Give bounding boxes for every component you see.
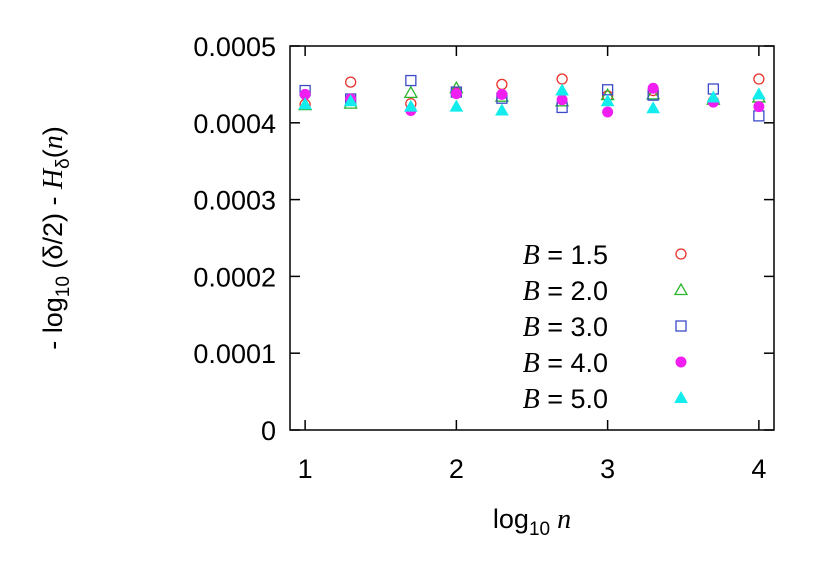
x-axis: 1 2 3 4 xyxy=(298,46,766,484)
data-point xyxy=(753,73,765,85)
x-axis-label: log10 n xyxy=(493,504,571,540)
data-point xyxy=(496,78,508,91)
data-point xyxy=(495,103,509,116)
legend: B = 1.5 B = 2.0 B = 3.0 B = 4.0 B = 5.0 xyxy=(523,240,689,415)
plot-frame xyxy=(289,45,775,431)
y-tick-label: 0.0001 xyxy=(193,339,276,369)
y-tick-label: 0.0005 xyxy=(193,32,276,62)
legend-marker xyxy=(675,356,687,368)
data-point xyxy=(556,73,568,85)
legend-marker xyxy=(673,282,689,296)
data-point xyxy=(496,88,508,100)
data-point xyxy=(753,101,765,113)
legend-label: B = 1.5 xyxy=(523,240,608,271)
data-point xyxy=(646,87,661,100)
data-point xyxy=(600,94,615,107)
data-point xyxy=(403,99,418,112)
data-point xyxy=(646,101,661,114)
x-tick-label: 4 xyxy=(751,454,766,484)
data-point xyxy=(345,76,357,88)
y-tick-label: 0.0002 xyxy=(193,262,276,292)
data-point xyxy=(752,87,766,100)
data-points xyxy=(298,73,766,122)
y-tick-label: 0.0004 xyxy=(193,109,276,139)
y-axis-label: - log10 (δ/2) - Hδ(n) xyxy=(38,126,74,350)
legend-label: B = 3.0 xyxy=(523,312,608,343)
data-point xyxy=(343,94,358,107)
data-point xyxy=(450,88,462,100)
x-tick-label: 2 xyxy=(449,454,464,484)
data-point xyxy=(647,82,659,94)
data-point xyxy=(706,90,721,103)
x-tick-label: 1 xyxy=(298,454,313,484)
data-point xyxy=(405,74,417,87)
legend-label: B = 5.0 xyxy=(523,384,608,415)
legend-label: B = 2.0 xyxy=(523,276,608,307)
legend-marker xyxy=(674,390,688,403)
data-point xyxy=(753,110,765,122)
y-tick-label: 0 xyxy=(261,416,276,446)
legend-marker xyxy=(675,320,687,332)
legend-label: B = 4.0 xyxy=(523,348,608,379)
y-tick-label: 0.0003 xyxy=(193,186,276,216)
data-point xyxy=(403,85,418,98)
data-point xyxy=(449,99,464,112)
data-point xyxy=(556,94,568,106)
x-tick-label: 3 xyxy=(600,454,615,484)
legend-marker xyxy=(675,248,687,260)
data-point xyxy=(555,83,569,96)
data-point xyxy=(298,97,312,110)
data-point xyxy=(602,106,614,118)
y-axis: 0 0.0001 0.0002 0.0003 0.0004 0.0005 xyxy=(193,32,774,446)
